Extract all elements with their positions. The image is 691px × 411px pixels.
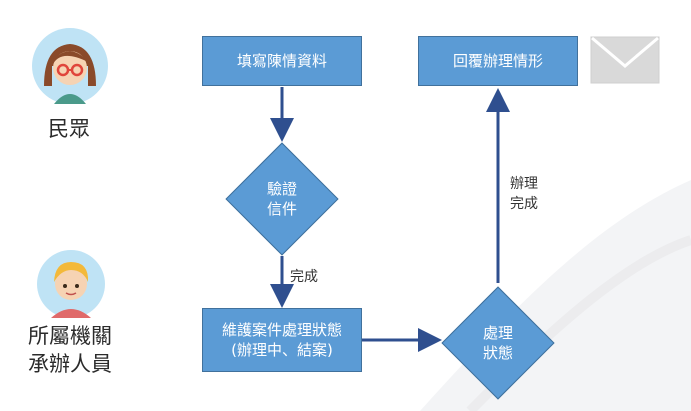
edge-label-verify-done: 完成 — [290, 269, 318, 285]
node-maintain-status: 維護案件處理狀態 (辦理中、結案) — [202, 308, 362, 372]
node-verify-letter: 驗證 信件 — [266, 179, 297, 218]
node-handle-status: 處理 狀態 — [482, 323, 513, 362]
node-fill-form: 填寫陳情資料 — [202, 36, 362, 86]
node-reply-status: 回覆辦理情形 — [418, 36, 578, 86]
girl-avatar-icon — [32, 28, 108, 104]
citizen-label: 民眾 — [48, 117, 90, 141]
boy-avatar-icon — [37, 250, 105, 318]
envelope-icon — [590, 36, 660, 84]
officer-label: 所屬機關 承辦人員 — [28, 324, 112, 377]
edge-label-handled-done: 辦理 完成 — [510, 176, 538, 212]
